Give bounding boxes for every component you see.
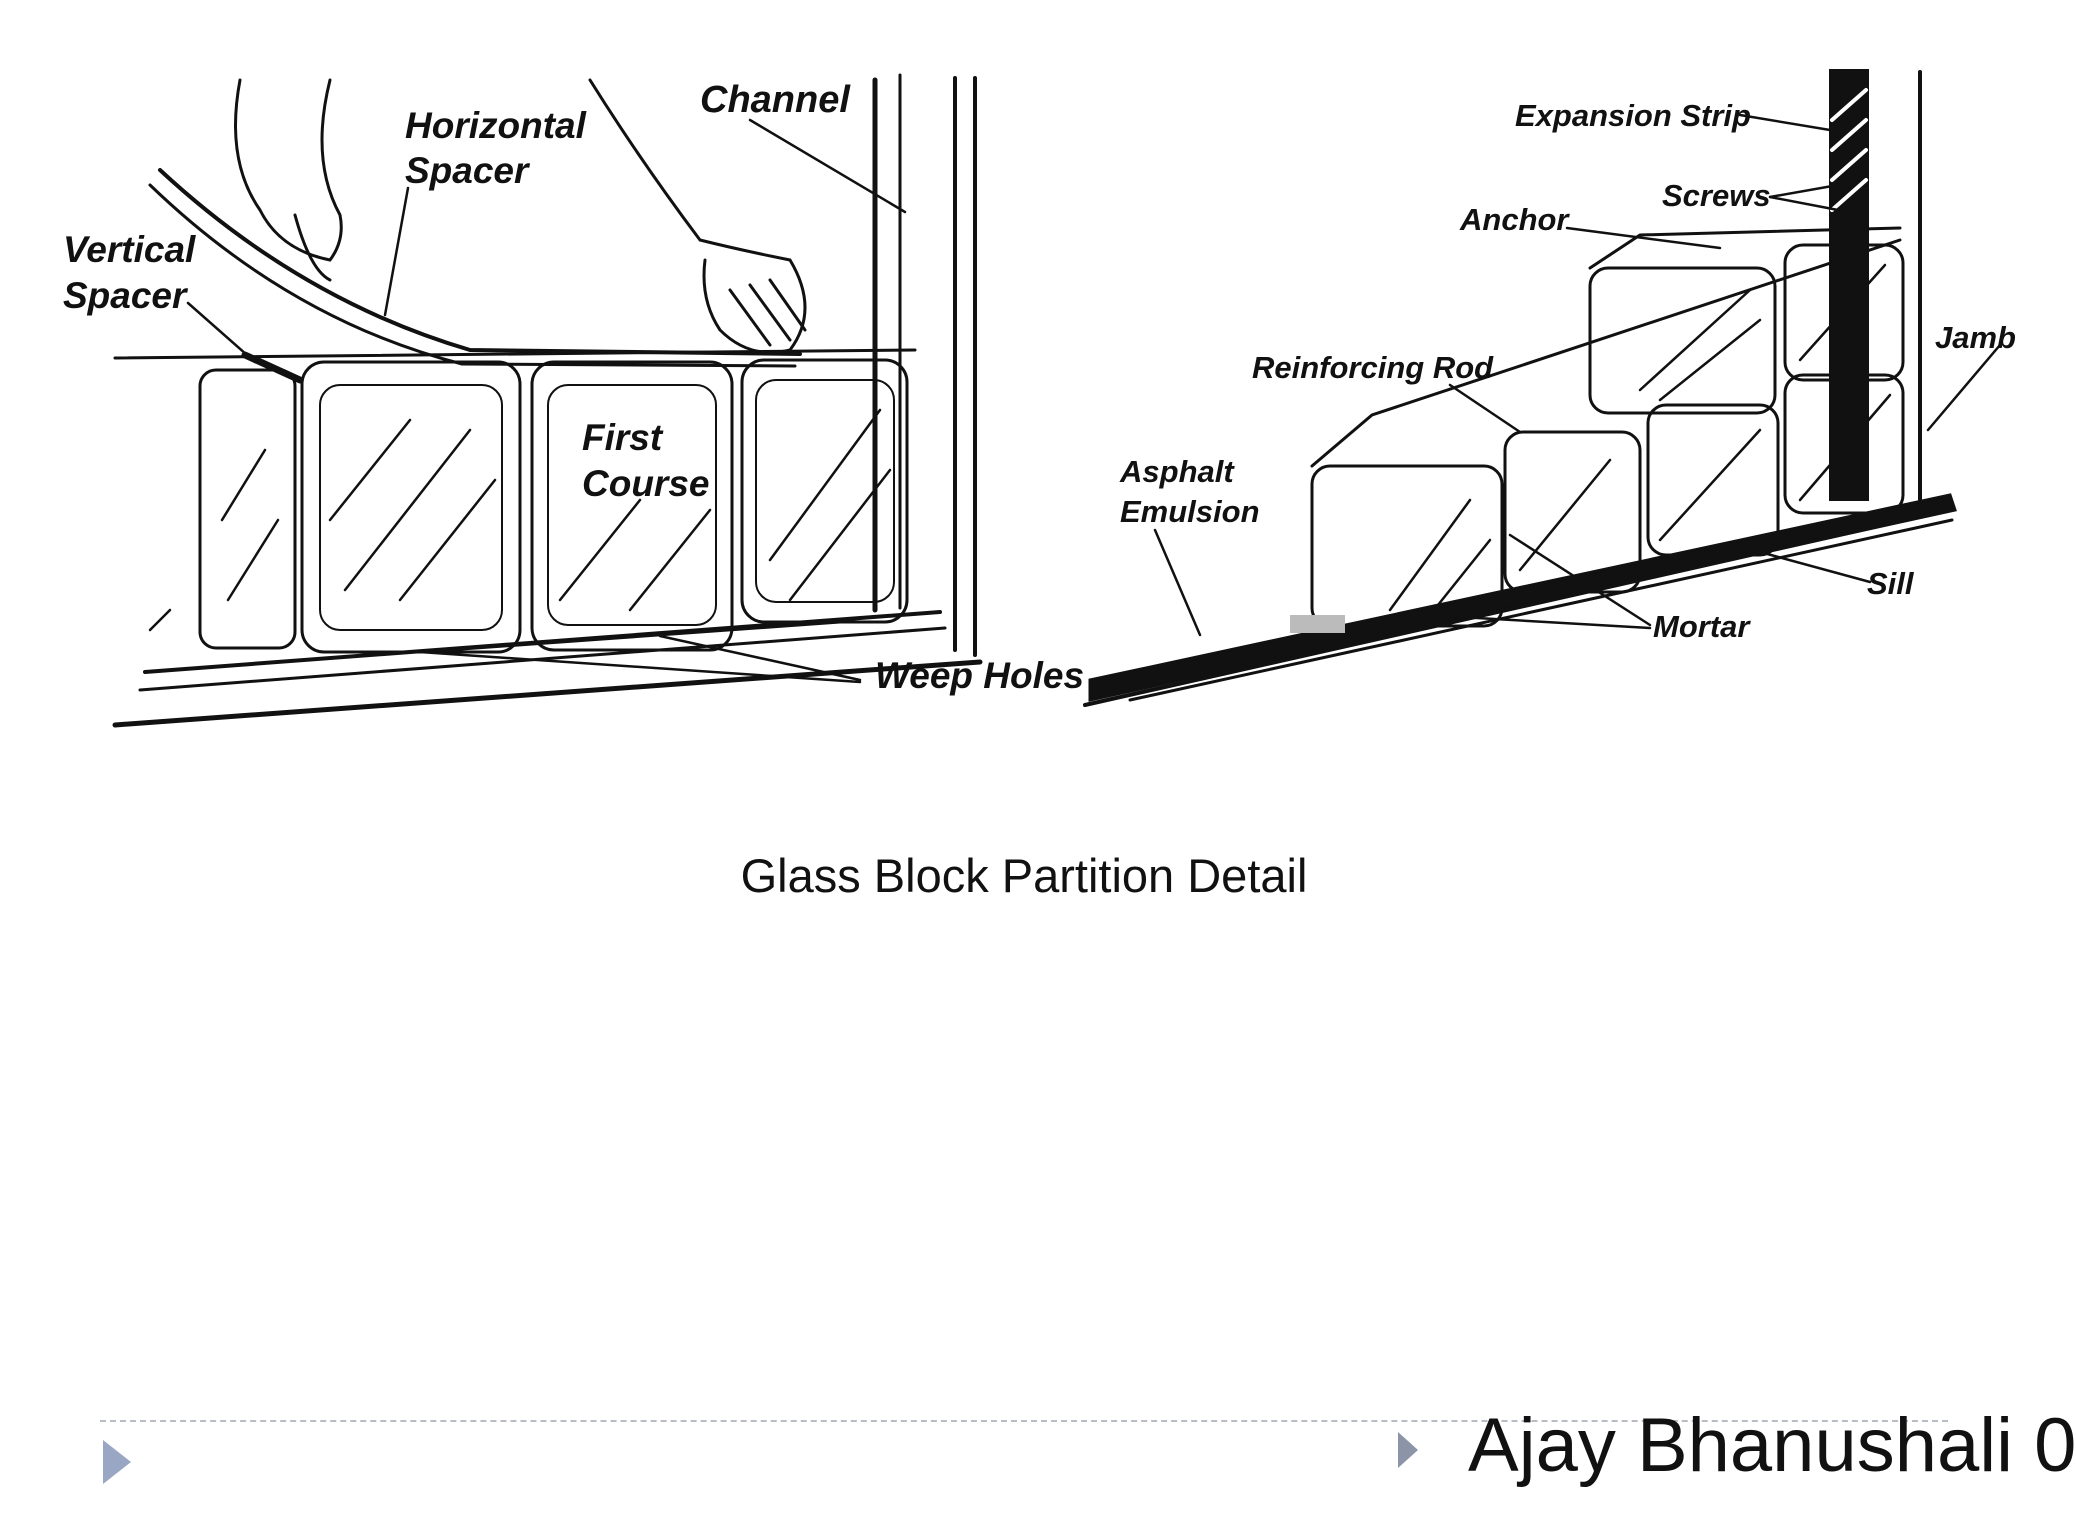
glass-block xyxy=(1503,430,1642,594)
triangle-bullet-icon xyxy=(103,1440,131,1484)
label-asphalt-emulsion-line2: Emulsion xyxy=(1120,494,1260,529)
label-mortar: Mortar xyxy=(1653,609,1751,644)
glass-block-illustration: Channel Horizontal Spacer Vertical Space… xyxy=(63,69,2016,728)
label-first-course-line1: First xyxy=(582,417,664,458)
glass-block xyxy=(300,360,522,654)
glass-block xyxy=(1310,464,1504,628)
label-anchor: Anchor xyxy=(1459,202,1570,237)
label-expansion-strip: Expansion Strip xyxy=(1515,98,1751,133)
label-first-course-line2: Course xyxy=(582,463,709,504)
glass-block xyxy=(198,368,297,650)
right-panel xyxy=(1083,69,2002,707)
left-labels: Channel Horizontal Spacer Vertical Space… xyxy=(63,79,1084,696)
footer-divider xyxy=(100,1420,1948,1422)
right-labels: Expansion Strip Screws Anchor Jamb Reinf… xyxy=(1119,98,2016,644)
label-horizontal-spacer-line1: Horizontal xyxy=(405,105,587,146)
glass-block xyxy=(530,360,734,652)
label-sill: Sill xyxy=(1867,566,1915,601)
label-vertical-spacer-line2: Spacer xyxy=(63,275,189,316)
left-panel xyxy=(112,73,983,728)
label-screws: Screws xyxy=(1662,178,1771,213)
label-vertical-spacer-line1: Vertical xyxy=(63,229,196,270)
triangle-bullet-icon xyxy=(1398,1432,1418,1468)
label-horizontal-spacer-line2: Spacer xyxy=(405,150,531,191)
glass-block xyxy=(1588,266,1777,415)
footer-author: Ajay Bhanushali 0 xyxy=(1468,1403,2076,1488)
label-weep-holes: Weep Holes xyxy=(875,655,1084,696)
glass-block xyxy=(1783,243,1905,382)
glass-block xyxy=(1646,403,1780,557)
label-channel: Channel xyxy=(700,79,851,121)
label-jamb: Jamb xyxy=(1935,320,2016,355)
figure-caption: Glass Block Partition Detail xyxy=(740,849,1308,902)
glass-block xyxy=(740,358,909,624)
label-asphalt-emulsion-line1: Asphalt xyxy=(1119,454,1235,489)
glass-block xyxy=(1783,373,1905,515)
label-reinforcing-rod: Reinforcing Rod xyxy=(1252,350,1494,385)
